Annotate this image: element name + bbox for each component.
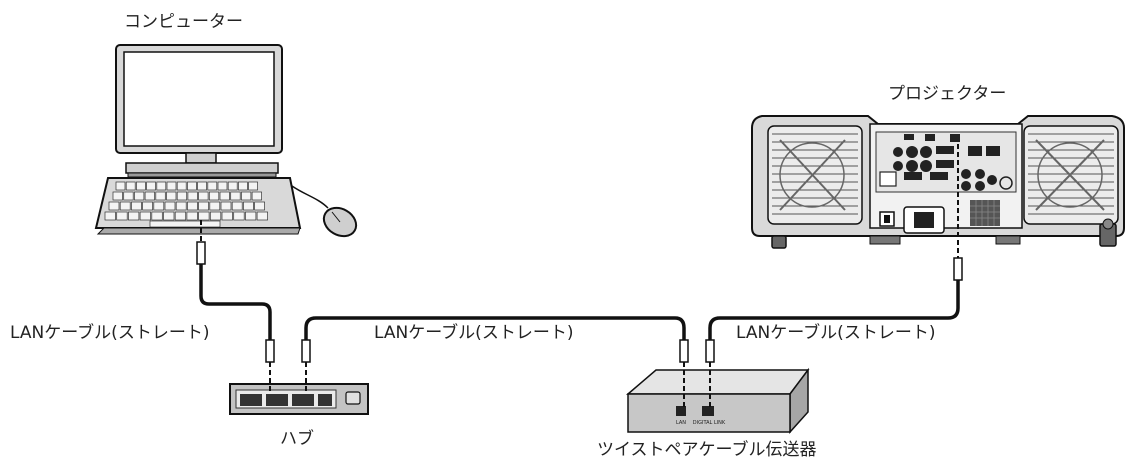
- keyboard-key: [134, 191, 145, 201]
- keyboard-key: [238, 181, 248, 191]
- keyboard-key: [136, 181, 146, 191]
- keyboard-key: [146, 181, 156, 191]
- keyboard-key: [207, 181, 218, 191]
- computer-monitor: [115, 44, 283, 178]
- computer-label: コンピューター: [124, 12, 243, 32]
- cable-label-right: LANケーブル(ストレート): [736, 323, 936, 343]
- hub-label: ハブ: [280, 429, 314, 449]
- keyboard-key: [243, 201, 254, 211]
- projector: [751, 115, 1125, 249]
- keyboard-key: [187, 181, 197, 191]
- keyboard-key: [256, 211, 268, 221]
- cable-computer-hub: [196, 220, 275, 394]
- twisted-pair-transmitter: LAN DIGITAL LINK: [625, 367, 810, 434]
- keyboard-key: [151, 211, 163, 221]
- keyboard-key: [186, 211, 198, 221]
- keyboard-key: [108, 201, 120, 211]
- keyboard-key: [254, 201, 265, 211]
- keyboard-spacebar: [149, 220, 221, 228]
- keyboard-key: [248, 181, 258, 191]
- computer-mouse: [291, 185, 358, 238]
- keyboard-key: [166, 191, 177, 201]
- transmitter-digital-link-port-label: DIGITAL LINK: [693, 420, 726, 426]
- computer-keyboard: [94, 177, 302, 235]
- keyboard-key: [187, 191, 198, 201]
- keyboard-key: [123, 191, 134, 201]
- keyboard-key: [198, 191, 209, 201]
- cable-label-middle: LANケーブル(ストレート): [374, 323, 574, 343]
- cable-label-left: LANケーブル(ストレート): [10, 323, 210, 343]
- cable-transmitter-projector: [705, 144, 963, 408]
- keyboard-key: [131, 201, 142, 211]
- keyboard-key: [175, 201, 187, 211]
- keyboard-key: [153, 201, 165, 211]
- keyboard-key: [139, 211, 151, 221]
- keyboard-key: [142, 201, 153, 211]
- keyboard-key: [119, 201, 131, 211]
- keyboard-key: [166, 181, 177, 191]
- keyboard-key: [104, 211, 116, 221]
- keyboard-key: [144, 191, 155, 201]
- keyboard-key: [230, 191, 241, 201]
- keyboard-key: [198, 211, 210, 221]
- keyboard-key: [241, 191, 252, 201]
- keyboard-key: [233, 211, 245, 221]
- keyboard-key: [219, 191, 230, 201]
- keyboard-key: [209, 201, 221, 211]
- cable-hub-transmitter: [301, 316, 689, 408]
- keyboard-key: [176, 191, 188, 201]
- keyboard-key: [251, 191, 262, 201]
- keyboard-key: [217, 181, 228, 191]
- keyboard-key: [164, 201, 176, 211]
- keyboard-key: [125, 181, 136, 191]
- keyboard-key: [198, 201, 209, 211]
- keyboard-key: [209, 211, 222, 221]
- keyboard-key: [112, 191, 123, 201]
- keyboard-key: [231, 201, 243, 211]
- keyboard-key: [187, 201, 198, 211]
- keyboard-key: [115, 181, 126, 191]
- keyboard-key: [163, 211, 175, 221]
- keyboard-key: [221, 211, 233, 221]
- transmitter-lan-port-label: LAN: [676, 420, 686, 426]
- keyboard-key: [208, 191, 220, 201]
- keyboard-key: [197, 181, 207, 191]
- keyboard-key: [245, 211, 257, 221]
- keyboard-key: [116, 211, 128, 221]
- keyboard-key: [227, 181, 238, 191]
- keyboard-key: [156, 181, 167, 191]
- keyboard-key: [128, 211, 140, 221]
- keyboard-key: [220, 201, 232, 211]
- projector-label: プロジェクター: [888, 84, 1007, 104]
- keyboard-key: [176, 181, 187, 191]
- hub-device: [229, 383, 369, 415]
- transmitter-label: ツイストペアケーブル伝送器: [597, 440, 817, 460]
- keyboard-key: [155, 191, 166, 201]
- keyboard-key: [174, 211, 187, 221]
